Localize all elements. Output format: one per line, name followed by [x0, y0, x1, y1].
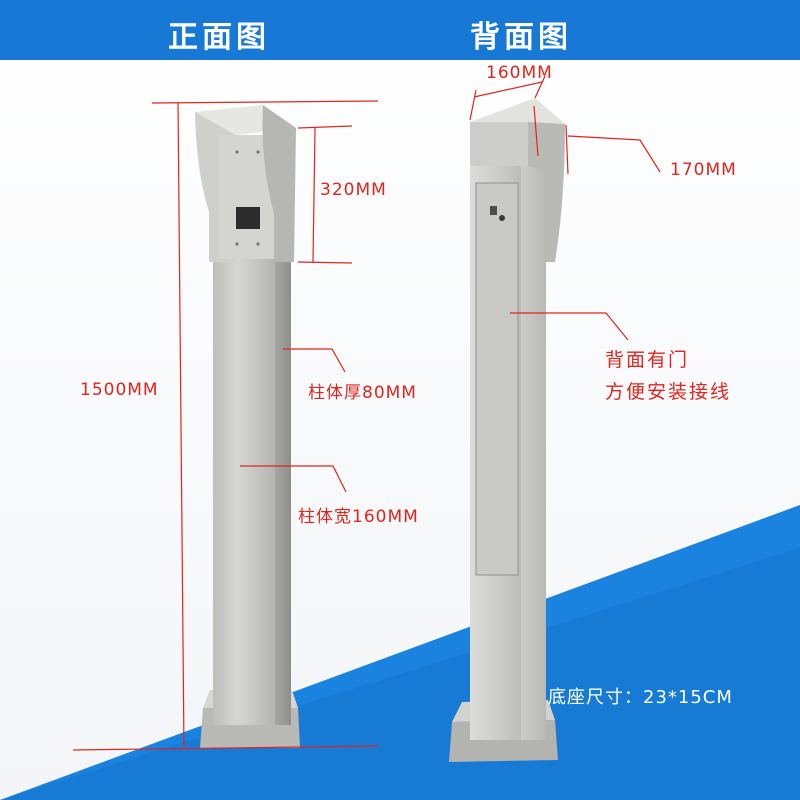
front-post [195, 105, 300, 748]
door-note-line2: 方便安装接线 [605, 381, 732, 403]
total-height-label: 1500MM [80, 380, 159, 400]
head-height-label: 320MM [320, 180, 387, 200]
back-door [475, 182, 519, 576]
width-leader [240, 465, 347, 493]
front-column-face [213, 255, 275, 725]
front-screw [235, 150, 239, 154]
back-post [449, 98, 565, 762]
thickness-label: 柱体厚80MM [308, 383, 417, 403]
depth-label: 170MM [670, 160, 737, 180]
back-head-side [528, 122, 565, 262]
door-leader [510, 312, 629, 341]
back-door-lock [490, 206, 497, 215]
door-note-line1: 背面有门 [605, 349, 690, 371]
blue-diagonal-shade [0, 548, 800, 800]
width-label: 柱体宽160MM [298, 507, 419, 527]
back-view-title: 背面图 [470, 20, 572, 55]
header-band [0, 0, 800, 60]
back-column-side [521, 160, 546, 740]
top-width-line [473, 81, 543, 98]
base-spec-label: 底座尺寸：23*15CM [548, 687, 733, 708]
annotation-lines [72, 75, 661, 751]
top-width-tick-right [534, 75, 546, 99]
front-view-title: 正面图 [168, 20, 270, 55]
depth-leader [567, 135, 661, 173]
top-width-label: 160MM [486, 63, 553, 83]
head-height-bottom-line [297, 261, 353, 264]
head-height-vertical [312, 127, 316, 263]
front-reader-window [236, 207, 260, 229]
total-height-bottom-line [72, 745, 379, 751]
front-screw [256, 150, 260, 154]
back-head-face [470, 122, 528, 166]
back-door-key [499, 215, 505, 221]
front-column-side [275, 255, 291, 725]
head-height-top-line [297, 125, 353, 129]
front-head-side [262, 105, 296, 262]
depth-tick-top [533, 105, 539, 157]
front-screw [235, 242, 239, 246]
top-width-tick-left [469, 89, 477, 121]
total-height-vertical [177, 102, 185, 751]
depth-tick-bottom [565, 124, 569, 175]
thickness-leader [283, 348, 346, 373]
total-height-top-line [151, 100, 379, 104]
front-screw [256, 242, 260, 246]
